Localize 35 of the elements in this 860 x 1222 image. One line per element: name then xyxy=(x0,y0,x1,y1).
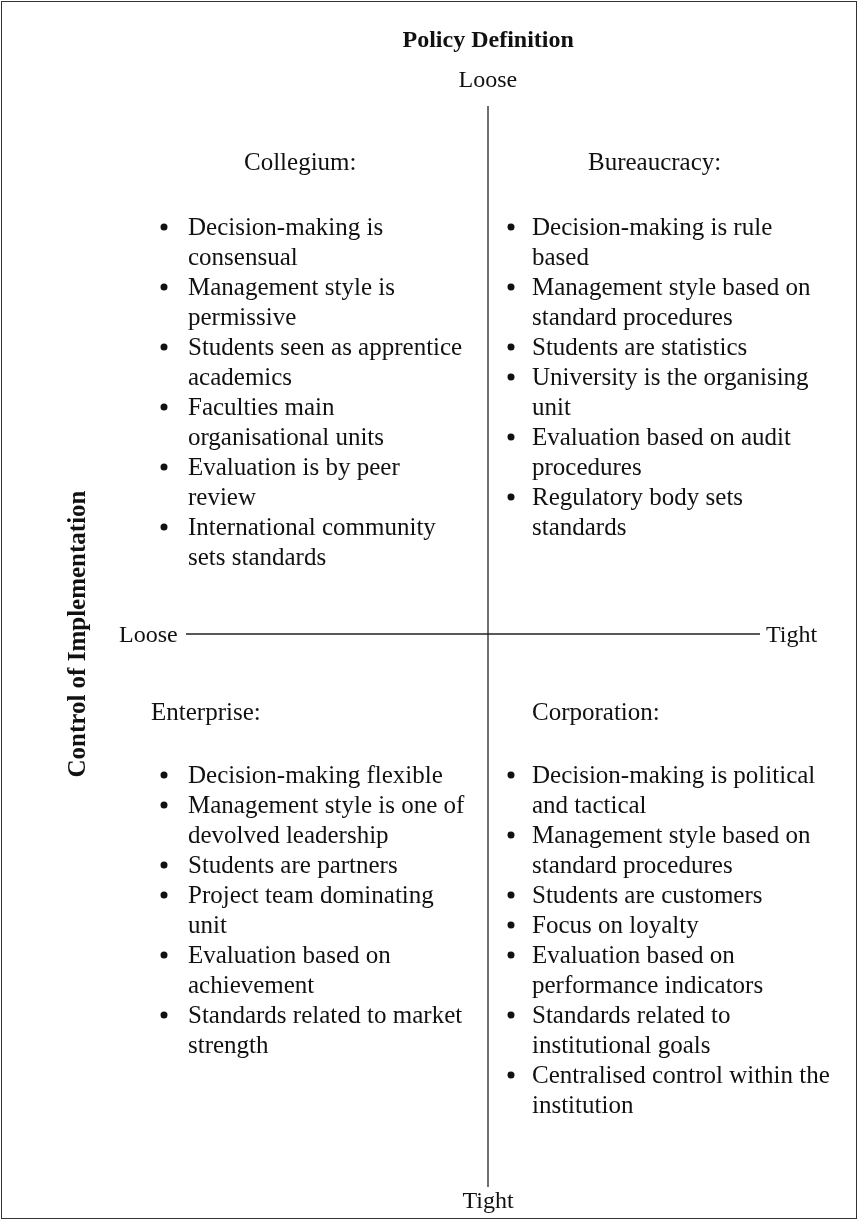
bullet-text: University is the organising unit xyxy=(532,362,810,422)
bullet-text: Decision-making is political and tactical xyxy=(532,760,817,820)
bullet-text: Standards related to institutional goals xyxy=(532,1000,732,1060)
bullet-text: Students are partners xyxy=(188,850,399,880)
axis-title: Control of Implementation xyxy=(61,490,91,778)
bullet-text: International community sets standards xyxy=(188,512,437,572)
quadrant-heading: Collegium: xyxy=(244,147,357,177)
bullet-text: Students seen as apprentice academics xyxy=(188,332,464,392)
bullet-text: Students are customers xyxy=(532,880,764,910)
bullet-text: Decision-making flexible xyxy=(188,760,444,790)
bullet-text: Management style is one of devolved leadership xyxy=(188,790,466,850)
bullet-text: Evaluation based on audit procedures xyxy=(532,422,792,482)
bullet-text: Regulatory body sets standards xyxy=(532,482,745,542)
bullet-text: Students are statistics xyxy=(532,332,749,362)
axis-label: Loose xyxy=(458,65,518,94)
quadrant-heading: Corporation: xyxy=(532,697,660,727)
axis-label: Tight xyxy=(766,620,818,649)
axis-label: Tight xyxy=(462,1186,514,1215)
quadrant-heading: Enterprise: xyxy=(151,697,261,727)
bullet-text: Management style is permissive xyxy=(188,272,396,332)
bullet-text: Management style based on standard procedures xyxy=(532,272,812,332)
bullet-text: Faculties main organisational units xyxy=(188,392,386,452)
axis-label: Loose xyxy=(119,620,178,649)
bullet-text: Evaluation based on achievement xyxy=(188,940,392,1000)
bullet-text: Evaluation is by peer review xyxy=(188,452,401,512)
bullet-text: Centralised control within the institution xyxy=(532,1060,831,1120)
axis-title: Policy Definition xyxy=(402,25,574,54)
bullet-text: Decision-making is consensual xyxy=(188,212,385,272)
bullet-text: Project team dominating unit xyxy=(188,880,435,940)
bullet-text: Decision-making is rule based xyxy=(532,212,774,272)
quadrant-heading: Bureaucracy: xyxy=(588,147,722,177)
bullet-text: Focus on loyalty xyxy=(532,910,700,940)
bullet-text: Standards related to market strength xyxy=(188,1000,464,1060)
bullet-text: Evaluation based on performance indicators xyxy=(532,940,765,1000)
bullet-text: Management style based on standard procedures xyxy=(532,820,812,880)
